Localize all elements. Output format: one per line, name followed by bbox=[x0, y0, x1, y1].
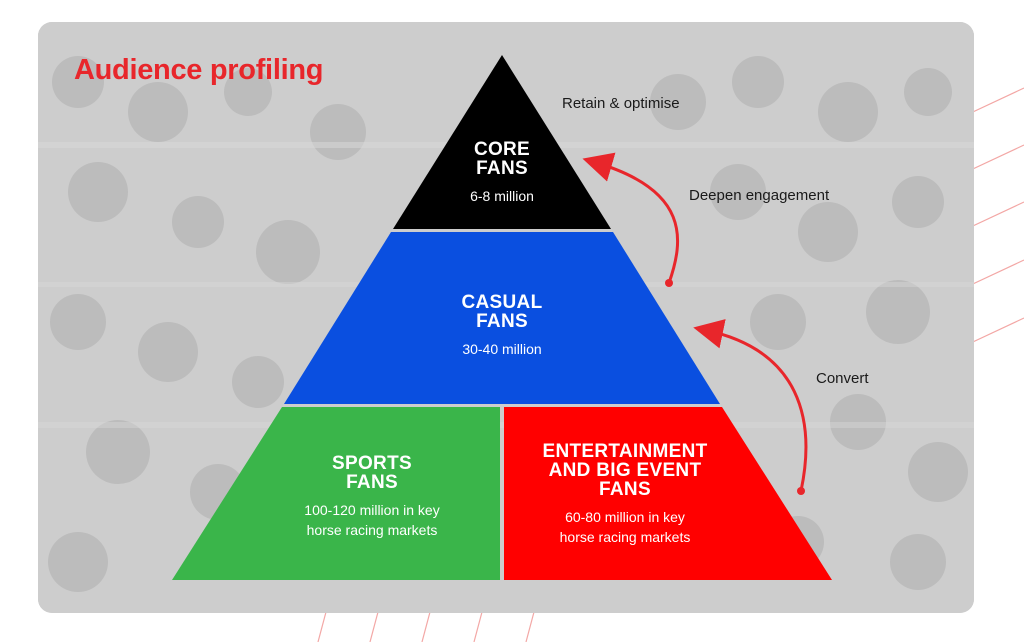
retain-optimise-label: Retain & optimise bbox=[562, 95, 680, 112]
deepen-engagement-label: Deepen engagement bbox=[689, 187, 830, 204]
sports-fans-label: SPORTS FANS 100-120 million in key horse… bbox=[304, 454, 439, 540]
core-fans-label: CORE FANS 6-8 million bbox=[470, 140, 534, 206]
casual-fans-tier bbox=[284, 232, 720, 404]
core-fans-count: 6-8 million bbox=[470, 188, 534, 204]
casual-fans-count: 30-40 million bbox=[462, 341, 542, 357]
entertainment-fans-name: ENTERTAINMENT AND BIG EVENT FANS bbox=[542, 441, 708, 500]
sports-fans-name: SPORTS FANS bbox=[332, 453, 412, 493]
entertainment-fans-label: ENTERTAINMENT AND BIG EVENT FANS 60-80 m… bbox=[542, 442, 707, 547]
convert-arrow bbox=[693, 319, 808, 492]
entertainment-fans-tier bbox=[504, 407, 832, 580]
entertainment-fans-count: 60-80 million in key horse racing market… bbox=[559, 509, 691, 545]
convert-label: Convert bbox=[816, 370, 869, 387]
diagram-title: Audience profiling bbox=[74, 54, 324, 86]
casual-fans-name: CASUAL FANS bbox=[461, 292, 543, 332]
deepen-engagement-arrow bbox=[582, 152, 679, 284]
core-fans-tier bbox=[393, 55, 611, 229]
convert-arrow-tail bbox=[797, 487, 805, 495]
casual-fans-label: CASUAL FANS 30-40 million bbox=[462, 293, 543, 359]
core-fans-name: CORE FANS bbox=[473, 139, 531, 179]
sports-fans-count: 100-120 million in key horse racing mark… bbox=[304, 502, 440, 538]
deepen-engagement-arrow-tail bbox=[665, 279, 673, 287]
sports-fans-tier bbox=[172, 407, 500, 580]
